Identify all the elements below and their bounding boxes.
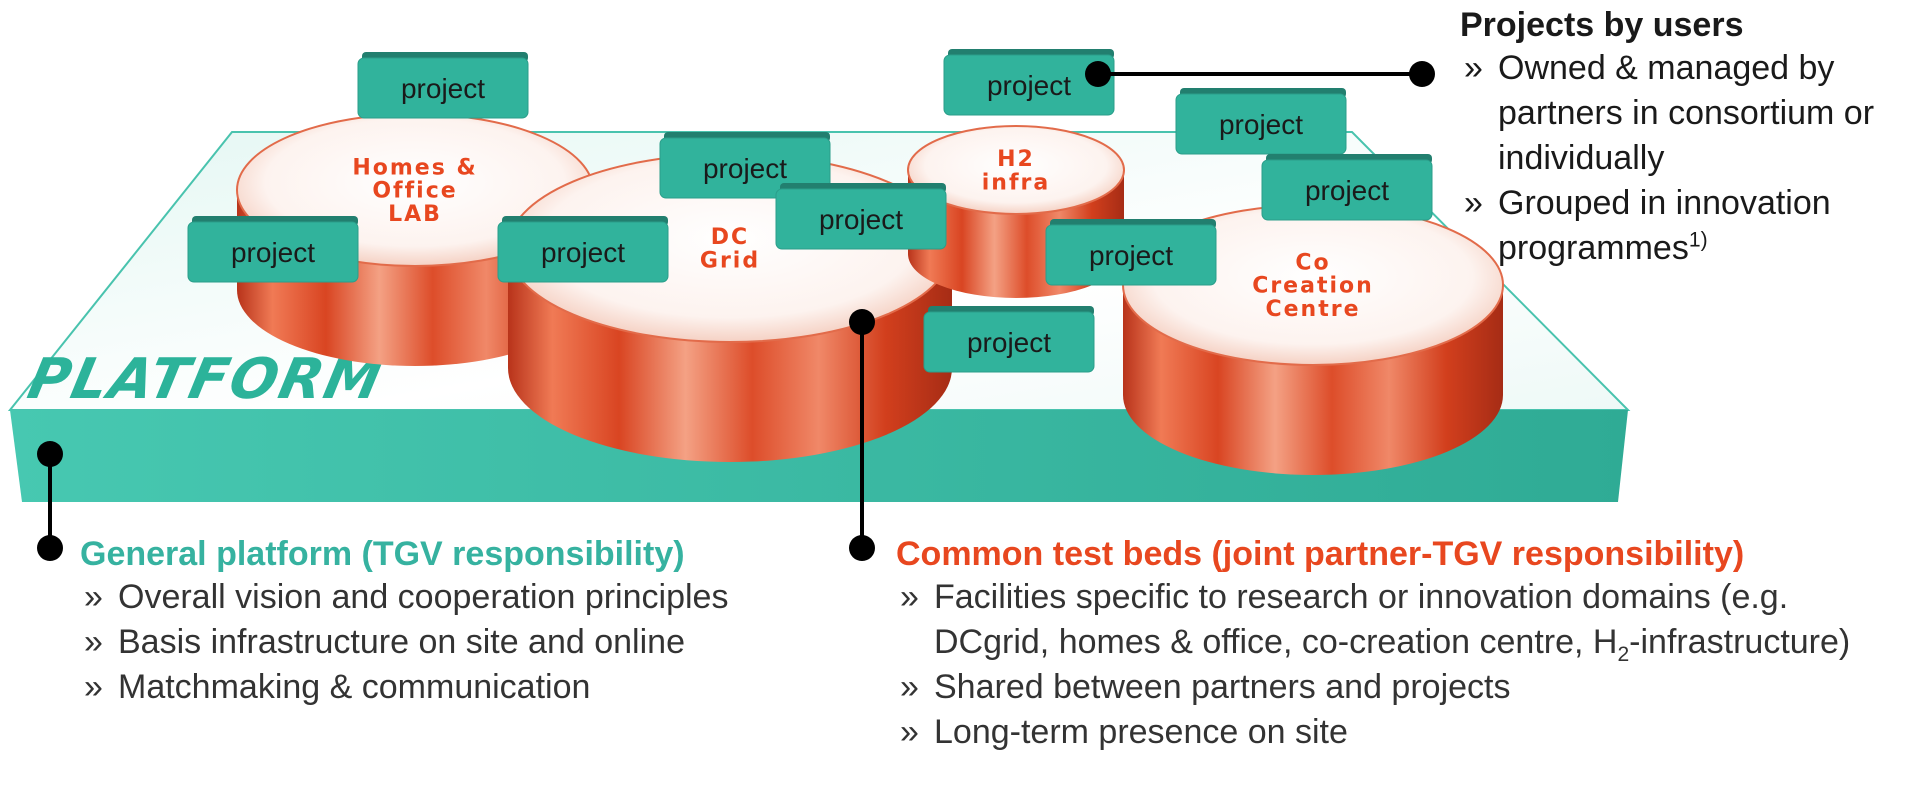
connector-dot-icon [1085,61,1111,87]
project-box: project [187,216,359,283]
project-label: project [231,237,315,268]
testbeds-bullet-3-text: Long-term presence on site [934,713,1348,751]
testbed-label-cocreation: Centre [1265,297,1360,322]
projects-by-users-title: Projects by users [1460,6,1744,44]
footnote-mark: 1) [1688,228,1708,252]
projects-bullet-1: Owned & managed by partners in consortiu… [1460,46,1912,181]
testbeds-bullet-1-text-a: Facilities specific to research or innov… [934,578,1789,661]
testbed-label-h2: infra [982,170,1050,195]
projects-bullet-1-text: Owned & managed by partners in consortiu… [1498,49,1875,177]
projects-bullet-2: Grouped in innovation programmes1) [1460,181,1912,271]
project-box-face [943,54,1115,116]
project-box: project [1175,88,1347,155]
project-box: project [357,52,529,119]
project-box: project [1045,219,1217,286]
projects-by-users-block: Projects by users Owned & managed by par… [1460,4,1912,271]
connector-dot-icon [849,535,875,561]
connectors [37,61,1435,561]
project-label: project [401,73,485,104]
project-box-face [1175,93,1347,155]
project-box: project [1261,154,1433,221]
testbeds-bullet-3: Long-term presence on site [896,710,1896,755]
testbed-label-dc: Grid [700,248,760,273]
project-label: project [967,327,1051,358]
testbed-label-h2: H2 [997,147,1035,172]
project-box-face [187,221,359,283]
connector-dot-icon [1409,61,1435,87]
general-bullet-3: Matchmaking & communication [80,665,800,710]
general-bullet-3-text: Matchmaking & communication [118,668,591,706]
project-label: project [819,204,903,235]
testbed-label-cocreation: Co [1295,251,1330,276]
project-box-face [1045,224,1217,286]
project-label: project [1219,109,1303,140]
testbed-label-homes: Office [372,179,457,204]
project-box-face [497,221,669,283]
general-bullet-1: Overall vision and cooperation principle… [80,575,800,620]
testbed-top [907,125,1125,215]
connector-dot-icon [849,309,875,335]
project-label: project [703,153,787,184]
project-label: project [541,237,625,268]
general-bullet-2-text: Basis infrastructure on site and online [118,623,685,661]
connector-dot-icon [37,535,63,561]
project-box: project [775,183,947,250]
project-box: project [497,216,669,283]
testbed-label-homes: Homes & [352,156,477,181]
common-testbeds-title: Common test beds (joint partner-TGV resp… [896,535,1745,573]
testbeds-bullet-2-text: Shared between partners and projects [934,668,1511,706]
project-label: project [1305,175,1389,206]
testbeds-bullet-2: Shared between partners and projects [896,665,1896,710]
projects-bullet-2-text: Grouped in innovation programmes [1498,184,1831,267]
project-box: project [923,306,1095,373]
common-testbeds-block: Common test beds (joint partner-TGV resp… [896,533,1896,755]
project-boxes: project project project project project proje… [187,49,1433,373]
platform-label: PLATFORM [22,347,389,412]
testbed-label-dc: DC [711,225,749,250]
connector-dot-icon [37,441,63,467]
project-box-face [775,188,947,250]
testbed-label-cocreation: Creation [1252,274,1374,299]
testbeds-bullet-1-text-b: -infrastructure) [1629,623,1851,661]
project-box: project [943,49,1115,116]
project-label: project [1089,240,1173,271]
project-box-face [357,57,529,119]
project-box-face [923,311,1095,373]
project-label: project [987,70,1071,101]
testbed-label-homes: LAB [388,202,442,227]
project-box-face [1261,159,1433,221]
general-platform-block: General platform (TGV responsibility) Ov… [80,533,800,710]
general-platform-title: General platform (TGV responsibility) [80,535,685,573]
general-bullet-2: Basis infrastructure on site and online [80,620,800,665]
general-bullet-1-text: Overall vision and cooperation principle… [118,578,729,616]
testbeds-bullet-1: Facilities specific to research or innov… [896,575,1896,665]
testbeds-bullet-1-sub: 2 [1617,642,1630,666]
